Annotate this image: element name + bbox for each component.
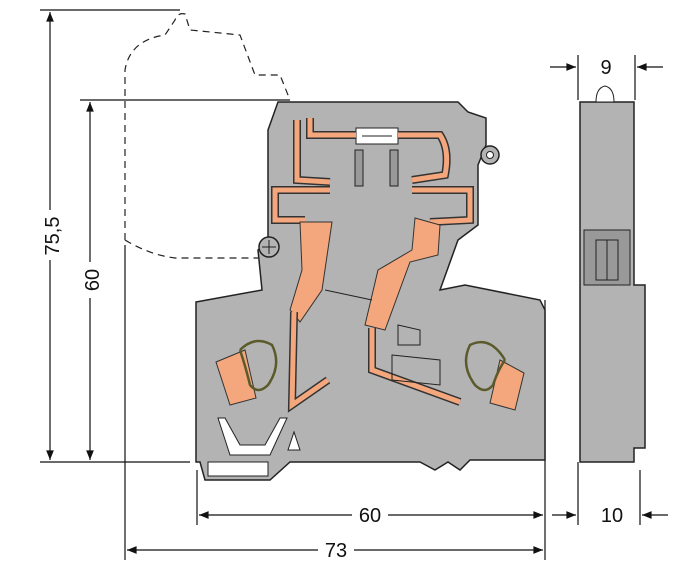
- side-view: [579, 85, 646, 463]
- clamp-spring-right: [464, 340, 507, 392]
- label-60-vertical: 60: [82, 269, 104, 291]
- label-60-horizontal: 60: [359, 505, 381, 527]
- label-75-5: 75,5: [42, 217, 64, 256]
- label-9: 9: [600, 57, 611, 79]
- copper-busbars: [215, 118, 525, 413]
- housing-body: [195, 101, 546, 481]
- label-10: 10: [601, 505, 623, 527]
- clamp-spring-left: [238, 339, 278, 392]
- rail-foot: [217, 417, 288, 456]
- label-73: 73: [325, 540, 347, 562]
- open-fuse-holder-outline: [124, 13, 291, 259]
